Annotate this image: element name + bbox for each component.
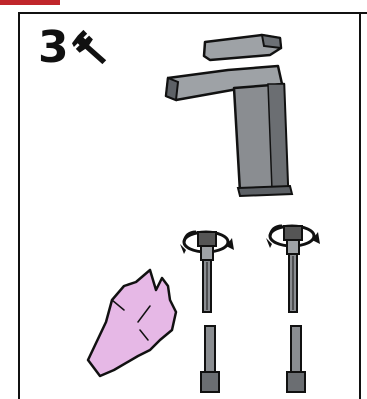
left-hose-illustration xyxy=(180,232,234,392)
right-hose-illustration xyxy=(266,226,320,392)
faucet-illustration xyxy=(166,35,292,196)
hand-illustration xyxy=(88,270,176,376)
